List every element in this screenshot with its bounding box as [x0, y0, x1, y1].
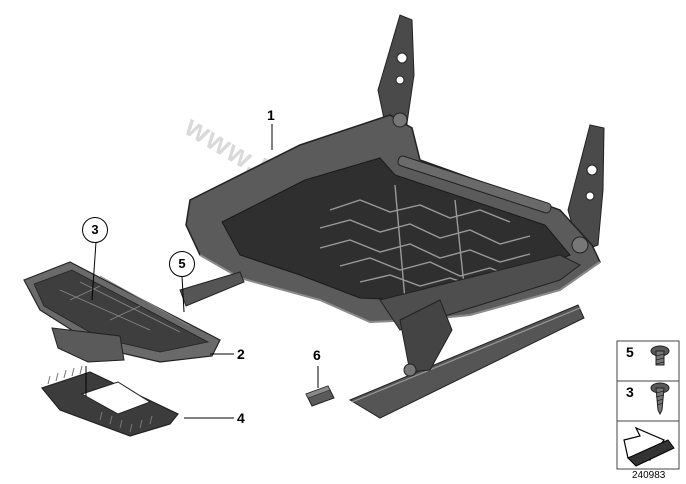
legend-label-5: 5 — [626, 344, 634, 360]
leader-lines — [85, 124, 319, 419]
callout-1: 1 — [267, 107, 275, 123]
callout-6: 6 — [313, 347, 321, 363]
arrow-corner-icon — [623, 426, 675, 467]
seat-pan — [23, 261, 221, 363]
callout-2: 2 — [237, 346, 245, 362]
left-slide-rail — [179, 271, 245, 307]
lower-cover — [40, 365, 179, 437]
short-screw-icon — [650, 345, 670, 366]
seat-frame — [179, 14, 605, 419]
small-cap — [305, 385, 335, 407]
diagram-number: 240983 — [632, 470, 666, 481]
long-screw-icon — [650, 382, 670, 416]
callout-5: 5 — [169, 251, 195, 277]
legend-panel-frame — [616, 340, 680, 470]
callout-4: 4 — [237, 410, 245, 426]
callout-3: 3 — [82, 217, 108, 243]
front-slide-rail — [348, 304, 585, 419]
legend-label-3: 3 — [626, 384, 634, 400]
